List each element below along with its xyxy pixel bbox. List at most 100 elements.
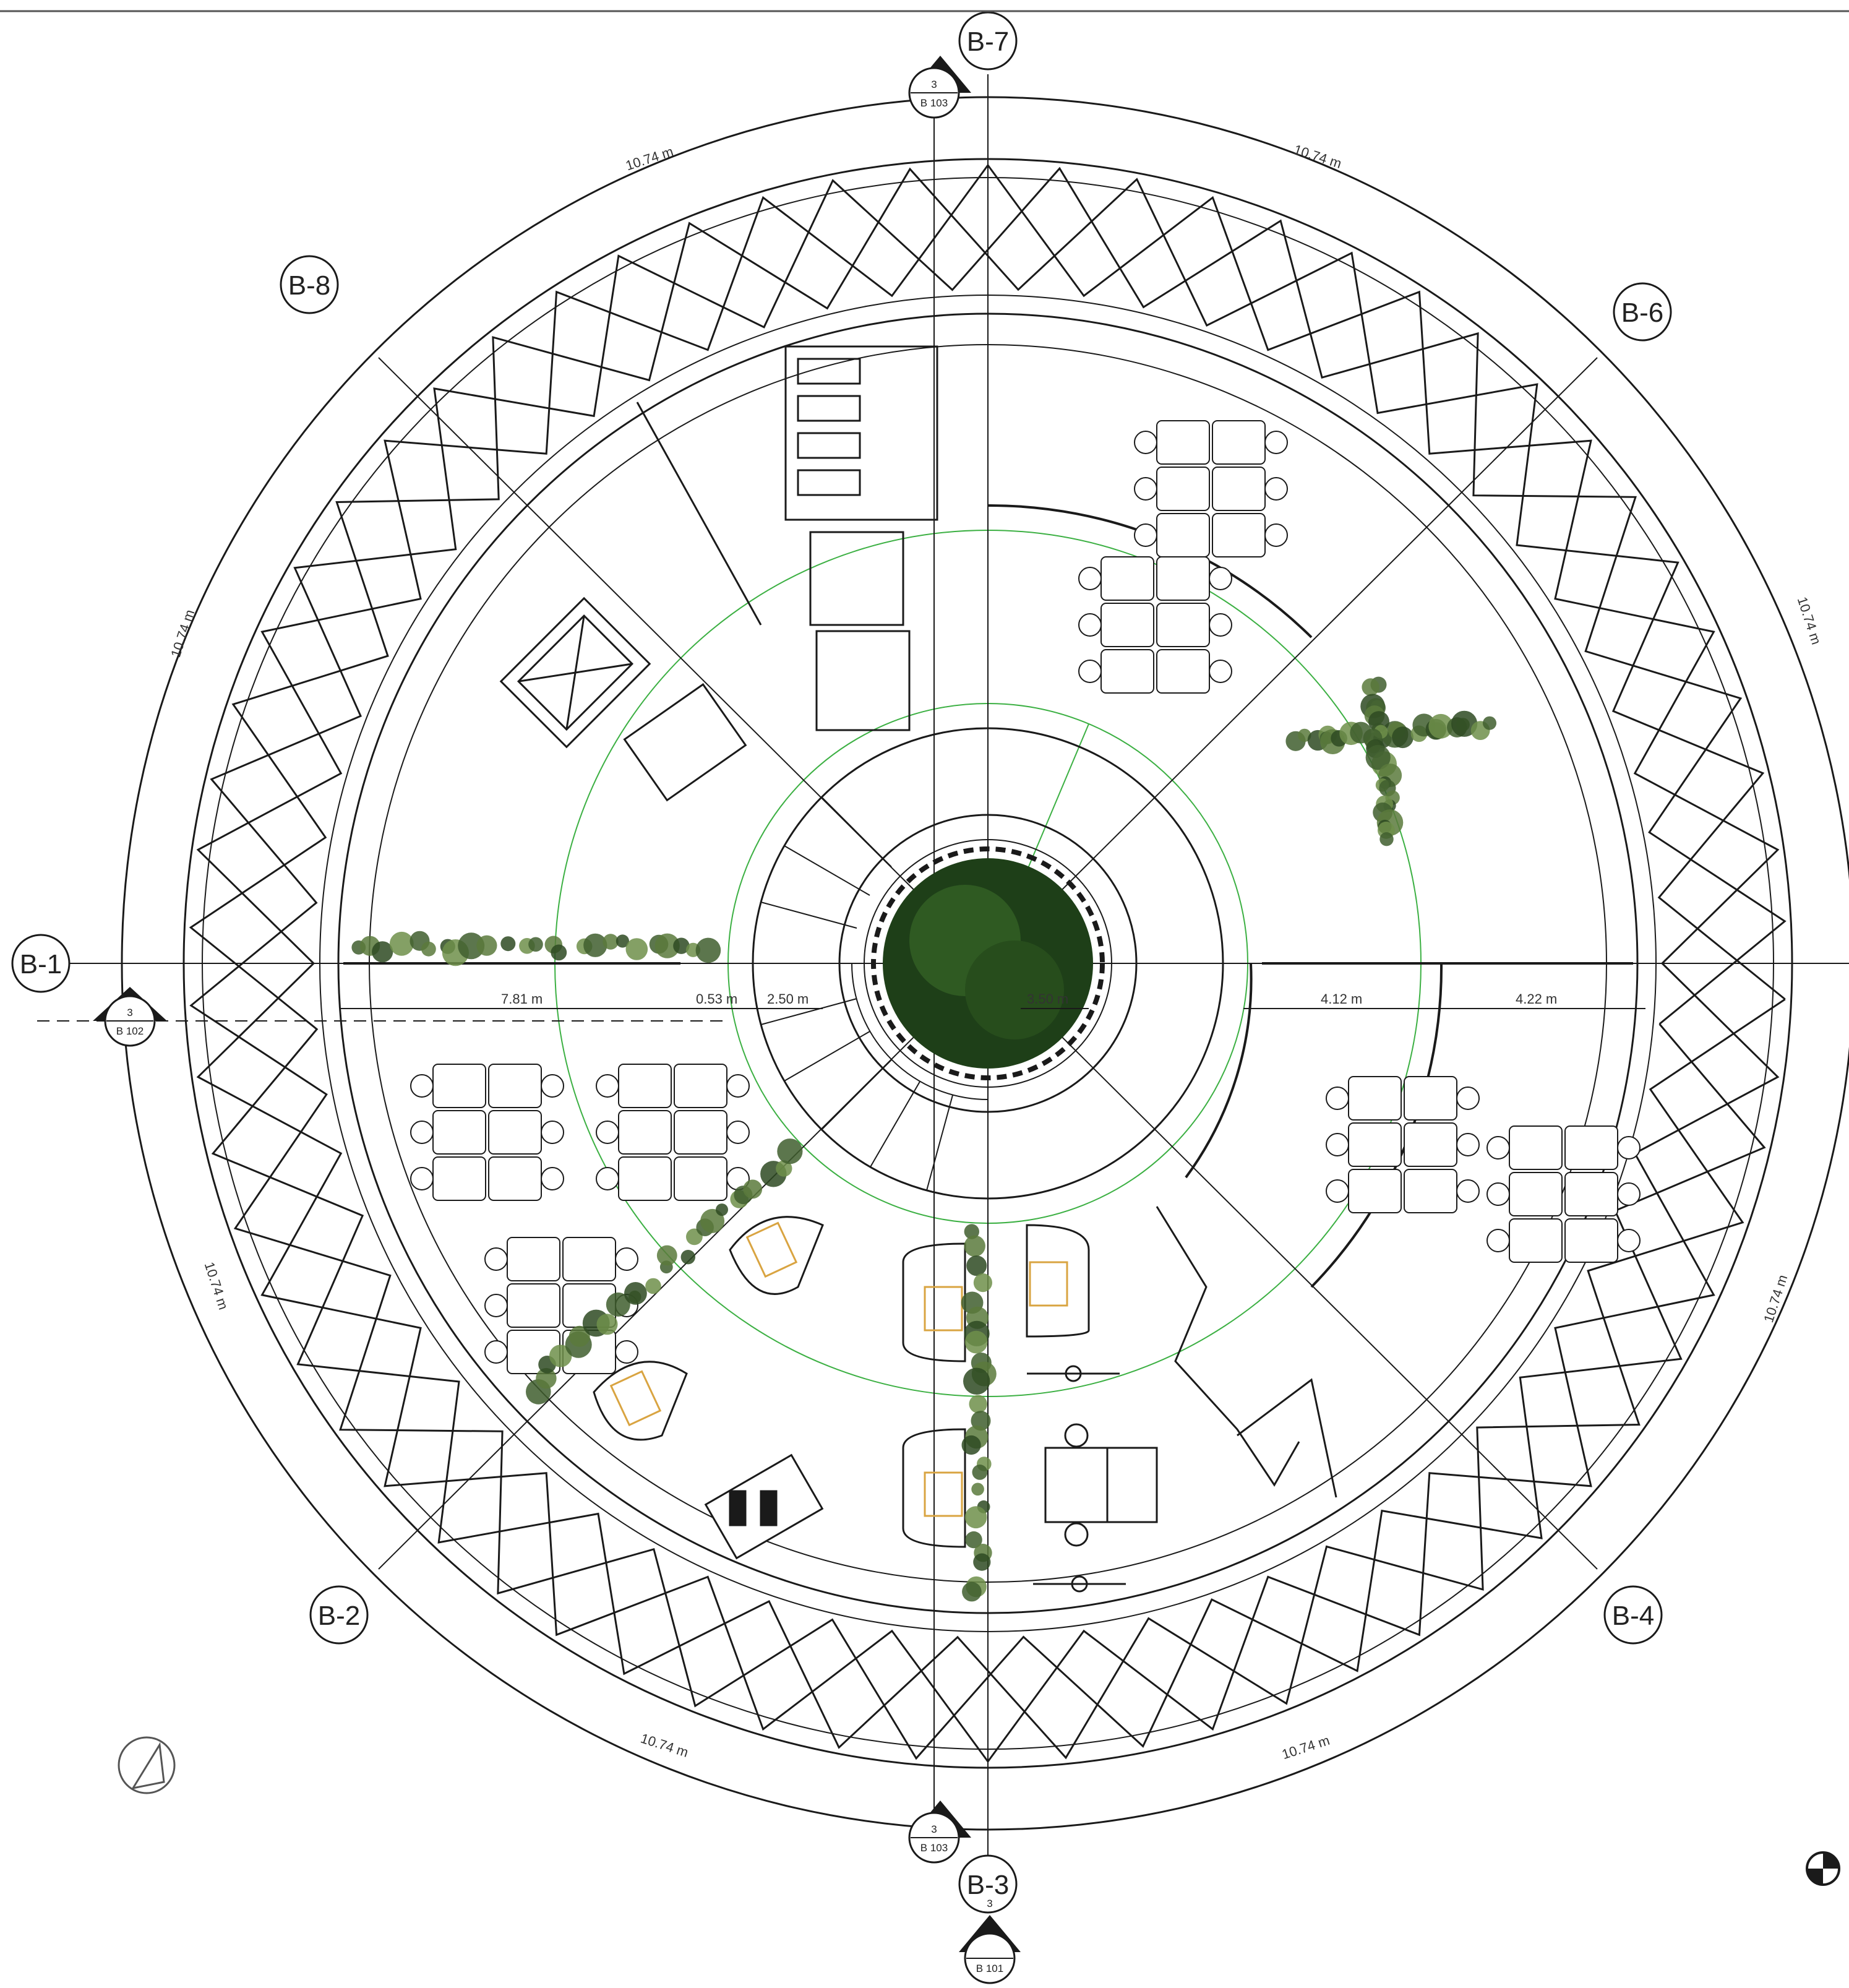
plant	[1483, 716, 1496, 730]
section-marker-south: 3 B 101	[959, 1898, 1021, 1984]
north-arrow-icon	[118, 1736, 176, 1794]
desk	[1100, 649, 1154, 694]
grid-marker-b8: B-8	[280, 255, 339, 314]
chair	[1209, 613, 1232, 637]
plant	[964, 1235, 985, 1257]
plant	[777, 1138, 803, 1164]
plant	[971, 1482, 984, 1496]
chair	[596, 1074, 619, 1098]
dim-label: 0.53 m	[696, 991, 737, 1007]
section-sheet: B 103	[920, 1842, 948, 1854]
section-sheet: B 101	[976, 1963, 1003, 1974]
chair	[1134, 523, 1157, 547]
chair	[1078, 567, 1102, 590]
chair	[1617, 1182, 1641, 1206]
plant	[969, 1395, 987, 1413]
chair	[1486, 1229, 1510, 1252]
desk	[1100, 603, 1154, 647]
chair	[484, 1340, 508, 1364]
desk	[1404, 1076, 1457, 1121]
desk	[432, 1110, 486, 1155]
plant	[961, 1435, 981, 1455]
chair	[1209, 660, 1232, 683]
desk	[1404, 1169, 1457, 1213]
chair	[1456, 1133, 1480, 1156]
meeting-table	[704, 1365, 1158, 1593]
plant	[963, 1367, 990, 1395]
desk	[674, 1156, 727, 1201]
chair	[1134, 477, 1157, 501]
chair	[1134, 431, 1157, 454]
plant	[1428, 713, 1454, 739]
chair	[1486, 1136, 1510, 1160]
chair	[410, 1167, 434, 1190]
chair	[1264, 477, 1288, 501]
plant	[583, 933, 607, 957]
dim-label: 4.22 m	[1516, 991, 1557, 1007]
plant	[656, 1245, 677, 1266]
plant	[972, 1465, 988, 1480]
section-number: 3	[987, 1898, 992, 1909]
dim-label: 7.81 m	[501, 991, 543, 1007]
dim-label: 10.74 m	[202, 1260, 231, 1311]
plant	[964, 1506, 987, 1529]
plant	[973, 1273, 992, 1293]
grid-label: B-7	[967, 27, 1009, 57]
desk	[1564, 1125, 1618, 1170]
desk	[507, 1237, 560, 1281]
chair	[615, 1340, 638, 1364]
zigzag-benches	[1156, 1206, 1337, 1498]
grid-marker-b6: B-6	[1613, 282, 1672, 342]
chair	[1617, 1229, 1641, 1252]
lattice-strand	[189, 166, 1787, 1760]
plant	[965, 1531, 982, 1549]
grid-marker-b4: B-4	[1603, 1585, 1663, 1645]
dim-label: 10.74 m	[639, 1731, 690, 1760]
plant	[372, 941, 393, 963]
desk	[1156, 513, 1210, 557]
grid-marker-b1: B-1	[11, 934, 71, 993]
pod-seat-accents	[609, 1221, 1068, 1517]
desk	[618, 1156, 672, 1201]
dim-label: 2.50 m	[767, 991, 809, 1007]
chair	[1078, 613, 1102, 637]
desk	[1509, 1125, 1563, 1170]
chair	[726, 1074, 750, 1098]
chair	[1486, 1182, 1510, 1206]
chair	[484, 1294, 508, 1317]
chair	[484, 1247, 508, 1271]
desk	[1212, 467, 1266, 511]
plant	[743, 1179, 763, 1199]
chair	[1326, 1133, 1349, 1156]
desk	[1156, 556, 1210, 601]
chair	[596, 1121, 619, 1144]
dim-label: 10.74 m	[1280, 1732, 1331, 1762]
desk	[1156, 420, 1210, 465]
desk	[1348, 1169, 1402, 1213]
desk	[674, 1110, 727, 1155]
section-marker-bottom: 3 B 103	[908, 1801, 971, 1864]
desk	[1509, 1218, 1563, 1263]
plant	[680, 1250, 696, 1265]
desk	[507, 1283, 560, 1328]
chair	[1617, 1136, 1641, 1160]
plant	[551, 944, 567, 961]
desk	[1156, 649, 1210, 694]
desk	[1348, 1122, 1402, 1167]
core-planting	[871, 846, 1105, 1080]
radial-stair	[752, 796, 989, 1199]
plant	[716, 1203, 728, 1216]
desk	[1156, 467, 1210, 511]
chair	[541, 1074, 564, 1098]
plant	[596, 1314, 618, 1335]
restroom-core	[636, 345, 938, 731]
desk	[432, 1064, 486, 1108]
plant	[1392, 726, 1414, 749]
chair	[410, 1121, 434, 1144]
plant	[673, 937, 690, 954]
section-sheet: B 102	[116, 1025, 144, 1037]
elevator	[499, 596, 747, 802]
dim-label: 4.12 m	[1321, 991, 1362, 1007]
plant	[603, 934, 619, 950]
chair	[410, 1074, 434, 1098]
